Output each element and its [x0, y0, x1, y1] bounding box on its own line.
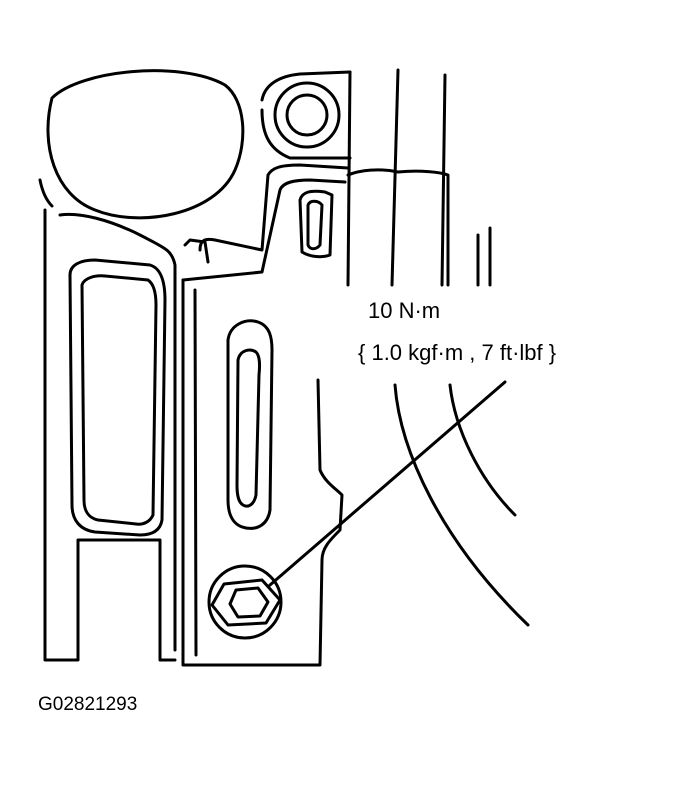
pipe-line-1: [346, 70, 352, 287]
upper-slot-outer: [298, 189, 334, 259]
torque-value-metric: 10 N·m: [368, 298, 441, 323]
round-boss-outline: [46, 69, 245, 220]
top-ring-inner: [285, 93, 329, 137]
housing-outer-left: [43, 208, 177, 662]
bolt-hex-inner: [228, 586, 270, 619]
bracket-tab: [183, 238, 210, 264]
pipe-line-2: [390, 68, 400, 287]
bracket-slot-inner: [235, 348, 262, 508]
left-pocket-inner: [80, 274, 158, 526]
bracket-plate-edge: [181, 178, 347, 282]
bracket-slot-outer: [226, 319, 274, 530]
top-ring-outer: [273, 81, 341, 149]
upper-slot-inner: [306, 199, 324, 251]
top-ring-housing: [260, 70, 352, 160]
boss-edge-arc: [38, 178, 54, 208]
leader-line: [268, 380, 507, 587]
bolt-hex-outer: [210, 578, 282, 627]
bolt-washer: [207, 564, 283, 640]
arc-inner: [393, 383, 530, 627]
torque-value-alternate: { 1.0 kgf·m , 7 ft·lbf }: [358, 340, 557, 365]
left-pocket-outer: [68, 258, 167, 537]
pipe-collar: [346, 168, 450, 287]
pipe-line-3: [440, 73, 447, 287]
housing-inner-left: [58, 212, 177, 652]
bracket-plate-outer: [198, 163, 350, 252]
arc-outer: [448, 383, 517, 517]
bracket-plate-inner-edge: [193, 288, 198, 657]
figure-code: G02821293: [38, 694, 138, 715]
bracket-plate-body: [181, 278, 344, 667]
